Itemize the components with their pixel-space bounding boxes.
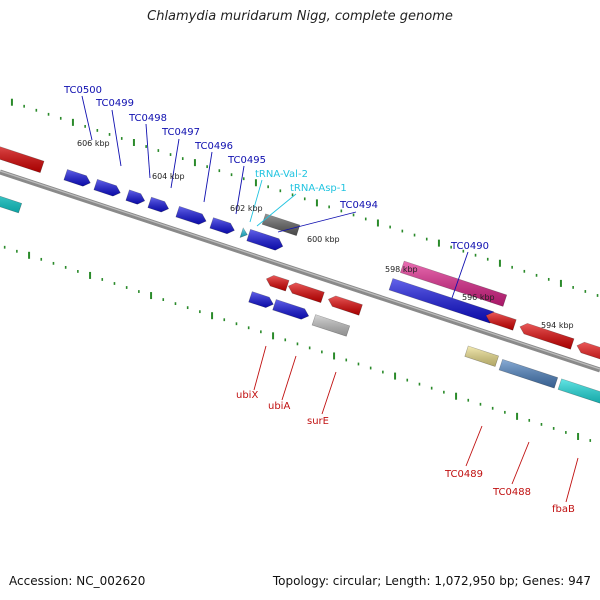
leader-line-12 [321, 371, 337, 415]
feature-ubix-red [265, 275, 290, 292]
leader-line-15 [565, 457, 579, 503]
gene-labels[interactable]: TC0500 TC0499 TC0498 TC0497 TC0496 TC049… [63, 85, 575, 515]
leader-line-13 [465, 425, 483, 467]
gene-label-tc0488[interactable]: TC0488 [492, 487, 531, 498]
feature-tc0495 [209, 217, 235, 235]
feature-tc0489-red [485, 311, 517, 331]
feature-sure [311, 314, 351, 337]
feature-trna-val-2 [239, 227, 248, 239]
leader-line-6 [249, 179, 263, 223]
gene-label-tc0499[interactable]: TC0499 [95, 98, 134, 109]
label-leader-lines [81, 95, 579, 503]
genome-summary-text: Topology: circular; Length: 1,072,950 bp… [272, 574, 591, 588]
feature-tc0488 [498, 359, 559, 389]
accession-text: Accession: NC_002620 [9, 574, 146, 588]
feature-track [0, 146, 600, 404]
kbp-label-602: 602 kbp [230, 204, 263, 213]
kbp-label-596: 596 kbp [462, 293, 495, 302]
gene-label-tc0496[interactable]: TC0496 [194, 141, 233, 152]
gene-label-fbab[interactable]: fbaB [552, 504, 575, 515]
gene-label-trna-val-2[interactable]: tRNA-Val-2 [255, 169, 308, 180]
gene-label-tc0495[interactable]: TC0495 [227, 155, 266, 166]
feature-tc0497 [147, 196, 170, 213]
leader-line-0 [81, 95, 93, 141]
leader-line-10 [253, 345, 267, 391]
gene-label-ubix[interactable]: ubiX [236, 390, 258, 401]
kbp-labels: 606 kbp 604 kbp 602 kbp 600 kbp 598 kbp … [77, 139, 574, 330]
leader-line-14 [511, 441, 530, 485]
gene-label-tc0490[interactable]: TC0490 [450, 241, 489, 252]
gene-label-tc0489[interactable]: TC0489 [444, 469, 483, 480]
feature-tc0500 [63, 169, 91, 187]
gene-label-ubia[interactable]: ubiA [268, 401, 290, 412]
gene-label-sure[interactable]: surE [307, 416, 329, 427]
kbp-label-598: 598 kbp [385, 265, 418, 274]
feature-tc0494 [246, 229, 284, 251]
feature-tc0488-red [519, 323, 575, 350]
feature-tc0498 [125, 189, 146, 205]
leader-line-3 [170, 138, 180, 189]
leader-line-9 [451, 251, 469, 299]
gene-label-tc0500[interactable]: TC0500 [63, 85, 102, 96]
feature-sure-red [327, 295, 363, 316]
feature-pink [400, 260, 508, 307]
scale-ticks [3, 98, 599, 442]
feature-ubia-red [287, 282, 325, 303]
feature-ubia [272, 299, 310, 320]
feature-fbab [557, 378, 600, 404]
map-title: Chlamydia muridarum Nigg, complete genom… [147, 9, 453, 24]
backbone-line [0, 169, 600, 373]
feature-tc0499 [93, 179, 121, 197]
kbp-label-604: 604 kbp [152, 172, 185, 181]
leader-line-7 [256, 193, 297, 227]
leader-line-4 [203, 151, 213, 203]
gene-label-tc0497[interactable]: TC0497 [161, 127, 200, 138]
leader-line-5 [235, 165, 245, 215]
feature-red-left [0, 146, 45, 173]
gene-label-trna-asp-1[interactable]: tRNA-Asp-1 [290, 183, 347, 194]
genome-backbone [0, 169, 600, 373]
feature-tc0489 [464, 345, 499, 367]
feature-tc0496 [175, 206, 207, 225]
feature-fbab-red [576, 341, 600, 360]
kbp-label-594: 594 kbp [541, 321, 574, 330]
feature-ubix [248, 291, 274, 308]
feature-cyan-left [0, 195, 23, 214]
leader-line-2 [145, 123, 151, 179]
gene-label-tc0498[interactable]: TC0498 [128, 113, 167, 124]
leader-line-1 [111, 109, 122, 167]
backbone-highlight [0, 170, 600, 370]
gene-label-tc0494[interactable]: TC0494 [339, 200, 378, 211]
leader-line-8 [277, 211, 357, 233]
leader-line-11 [281, 355, 297, 401]
kbp-label-600: 600 kbp [307, 235, 340, 244]
kbp-label-606: 606 kbp [77, 139, 110, 148]
